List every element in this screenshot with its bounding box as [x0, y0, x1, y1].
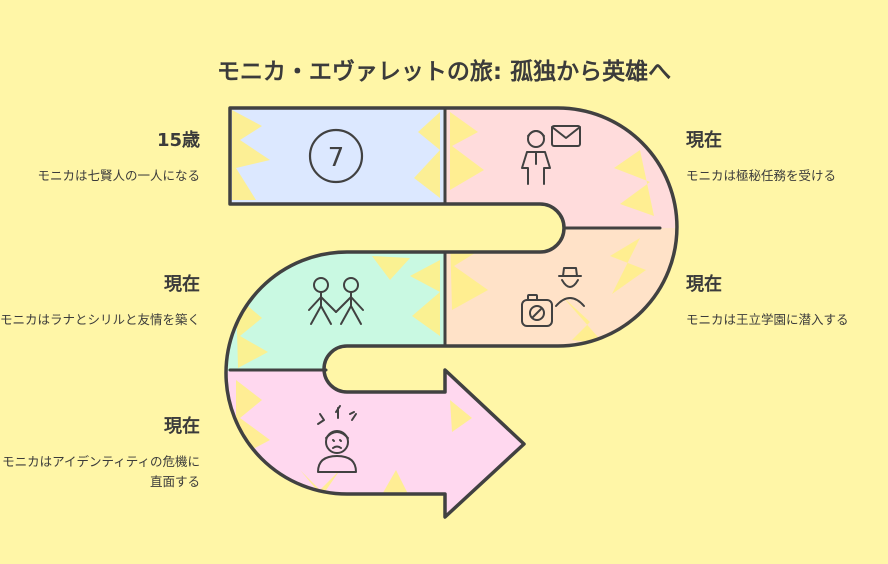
step-2-heading: 現在: [686, 130, 722, 151]
step-3-description: モニカは王立学園に潜入する: [686, 312, 849, 327]
step-3-heading: 現在: [686, 274, 722, 295]
stressed-person-icon: [317, 405, 357, 473]
step-4-heading: 現在: [164, 274, 200, 295]
step-5-heading: 現在: [164, 416, 200, 437]
step-4-description: モニカはラナとシリルと友情を築く: [0, 312, 201, 327]
step-2-description: モニカは極秘任務を受ける: [686, 168, 837, 183]
step-1-description: モニカは七賢人の一人になる: [37, 168, 200, 183]
step-1-label: 15歳 モニカは七賢人の一人になる: [0, 126, 200, 186]
two-friends-icon: [308, 277, 364, 325]
step-2-label: 現在 モニカは極秘任務を受ける: [686, 126, 886, 186]
path-outline: [224, 106, 679, 519]
page-title: モニカ・エヴァレットの旅: 孤独から英雄へ: [216, 59, 672, 85]
person-with-envelope-icon: [521, 125, 581, 185]
segment-dividers: [228, 106, 662, 372]
number-seven-badge-icon: 7: [308, 128, 364, 184]
step-5-label: 現在 モニカはアイデンティティの危機に直面する: [0, 412, 200, 492]
badge-number: 7: [328, 143, 345, 173]
step-4-label: 現在 モニカはラナとシリルと友情を築く: [0, 270, 200, 330]
spy-with-camera-icon: [521, 267, 585, 327]
step-5-description: モニカはアイデンティティの危機に直面する: [2, 454, 200, 489]
step-1-heading: 15歳: [156, 130, 200, 151]
step-3-label: 現在 モニカは王立学園に潜入する: [686, 270, 886, 330]
